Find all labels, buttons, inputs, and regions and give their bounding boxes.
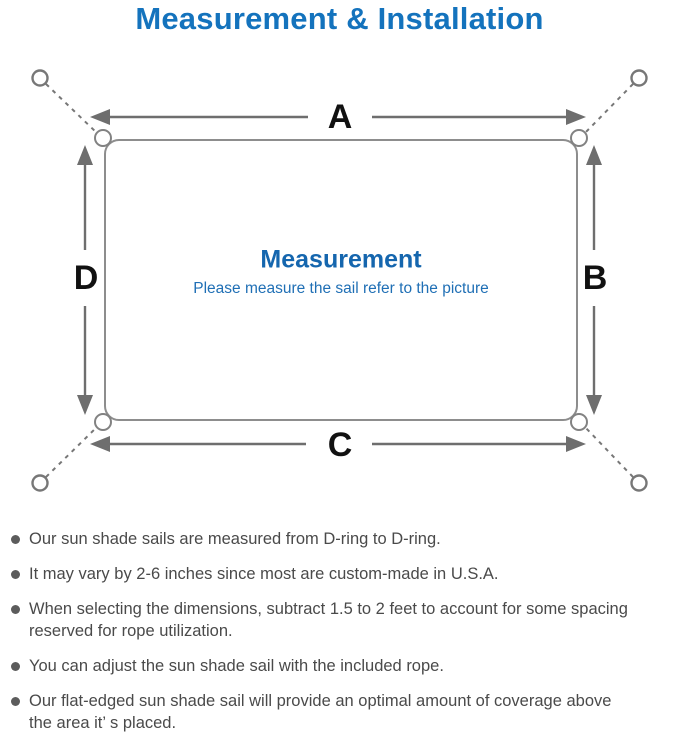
rope-bottom-left [45, 425, 99, 478]
page-title: Measurement & Installation [135, 1, 544, 36]
note-line: the area it’ s placed. [29, 714, 177, 732]
anchor-point-icons [31, 69, 648, 492]
d-ring-top-left [94, 129, 112, 147]
diagram-subtitle: Please measure the sail refer to the pic… [193, 280, 489, 297]
arrowhead-d-down [77, 395, 93, 415]
list-item: You can adjust the sun shade sail with t… [10, 655, 673, 677]
arrowhead-d-up [77, 145, 93, 165]
dimension-label-d: D [69, 261, 103, 295]
note-line: It may vary by 2-6 inches since most are… [29, 565, 499, 583]
list-item: When selecting the dimensions, subtract … [10, 598, 673, 642]
measurement-diagram: A B C D Measurement Please measure the s… [31, 69, 648, 492]
rope-top-left [45, 83, 99, 135]
anchor-circle-bottom-right [630, 474, 648, 492]
rope-top-right [583, 83, 634, 135]
arrowhead-b-up [586, 145, 602, 165]
arrowhead-c-right [566, 436, 586, 452]
anchor-circle-bottom-left [31, 474, 49, 492]
measurement-notes-list: Our sun shade sails are measured from D-… [10, 528, 673, 739]
dimension-label-b: B [578, 261, 612, 295]
note-line: You can adjust the sun shade sail with t… [29, 657, 444, 675]
list-item: It may vary by 2-6 inches since most are… [10, 563, 673, 585]
note-line: Our sun shade sails are measured from D-… [29, 530, 441, 548]
note-line: reserved for rope utilization. [29, 622, 233, 640]
arrowhead-c-left [90, 436, 110, 452]
diagram-canvas [31, 69, 648, 492]
anchor-circle-top-left [31, 69, 49, 87]
dimension-label-c: C [323, 428, 357, 462]
sail-outline [104, 139, 578, 421]
bullet-icon [11, 570, 20, 579]
rope-bottom-right [583, 425, 634, 478]
arrowhead-b-down [586, 395, 602, 415]
note-line: When selecting the dimensions, subtract … [29, 600, 628, 618]
bullet-icon [11, 535, 20, 544]
bullet-icon [11, 697, 20, 706]
anchor-circle-top-right [630, 69, 648, 87]
arrowhead-a-right [566, 109, 586, 125]
note-line: Our flat-edged sun shade sail will provi… [29, 692, 612, 710]
dimension-arrows [77, 109, 602, 452]
anchor-rope-lines [45, 83, 634, 478]
dimension-label-a: A [323, 100, 357, 134]
arrowhead-a-left [90, 109, 110, 125]
list-item: Our flat-edged sun shade sail will provi… [10, 690, 673, 734]
diagram-heading: Measurement [260, 245, 422, 274]
d-ring-bottom-right [570, 413, 588, 431]
bullet-icon [11, 605, 20, 614]
list-item: Our sun shade sails are measured from D-… [10, 528, 673, 550]
d-ring-top-right [570, 129, 588, 147]
bullet-icon [11, 662, 20, 671]
d-ring-bottom-left [94, 413, 112, 431]
d-ring-icons [94, 129, 588, 431]
